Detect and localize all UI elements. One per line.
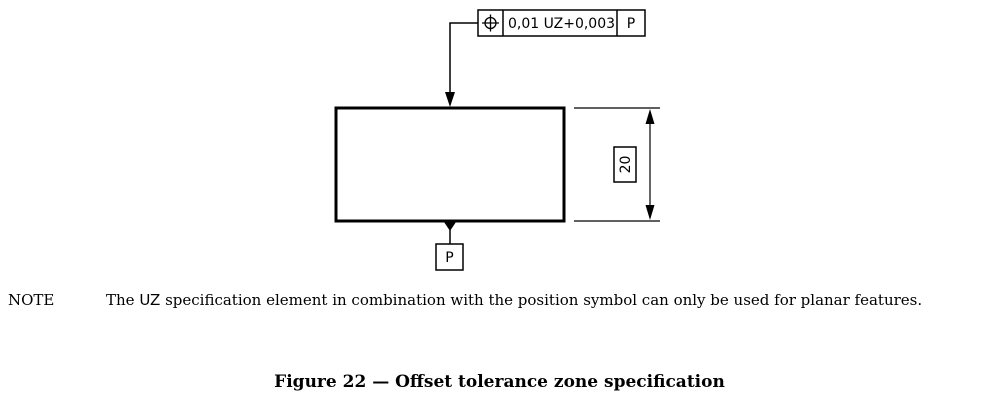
datum-label: P [445,250,453,266]
dimension-arrow-top [645,109,655,124]
datum-feature-indicator: P [435,222,464,271]
note-paragraph: NOTE The UZ specification element in comb… [8,290,993,310]
leader-arrowhead [445,92,455,107]
part-rectangle [334,106,566,223]
tolerance-value: 0,01 UZ+0,003 [508,16,615,32]
note-text-after: specification element in combination wit… [160,291,923,309]
datum-reference: P [627,16,635,32]
figure-caption: Figure 22 — Offset tolerance zone specif… [274,372,725,392]
dimension-value: 20 [618,156,634,174]
note-text-before: The [106,291,140,309]
feature-control-frame: 0,01 UZ+0,003 P [477,9,646,37]
leader-line [449,22,478,92]
note-uz-term: UZ [139,291,161,309]
position-symbol-icon [482,14,499,32]
dimension-box [613,146,637,183]
note-label: NOTE [8,291,55,309]
height-dimension: 20 [574,107,660,222]
technical-drawing: 0,01 UZ+0,003 P P 20 [334,9,660,271]
dimension-arrow-bottom [645,205,655,220]
datum-box [435,243,464,271]
datum-triangle [444,222,456,231]
